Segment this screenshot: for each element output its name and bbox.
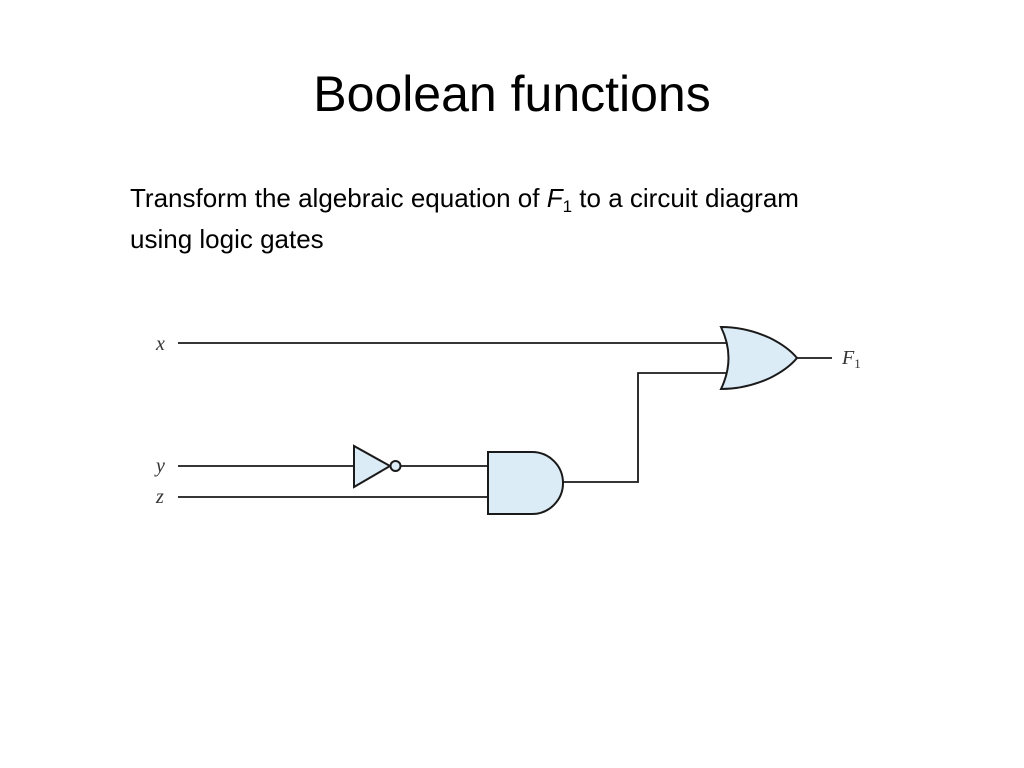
instruction-text: Transform the algebraic equation of F1 t…: [130, 178, 850, 260]
instruction-function-subscript: 1: [562, 197, 573, 216]
and-gate: [487, 451, 564, 515]
not-gate-bubble: [389, 460, 402, 472]
input-label-z: z: [155, 486, 164, 508]
wire-and-output: [563, 372, 731, 483]
output-label-f1: F1: [841, 347, 861, 371]
input-label-x: x: [155, 333, 165, 355]
instruction-text-before: Transform the algebraic equation of: [130, 183, 547, 213]
instruction-function-name: F: [546, 183, 563, 213]
output-label-name: F: [841, 347, 855, 369]
not-gate: [353, 444, 393, 489]
input-label-y: y: [154, 455, 165, 477]
or-gate: [719, 325, 799, 391]
output-label-subscript: 1: [854, 356, 861, 371]
instruction-text-after: to a circuit diagram using logic gates: [130, 183, 799, 254]
slide-title: Boolean functions: [313, 66, 711, 122]
